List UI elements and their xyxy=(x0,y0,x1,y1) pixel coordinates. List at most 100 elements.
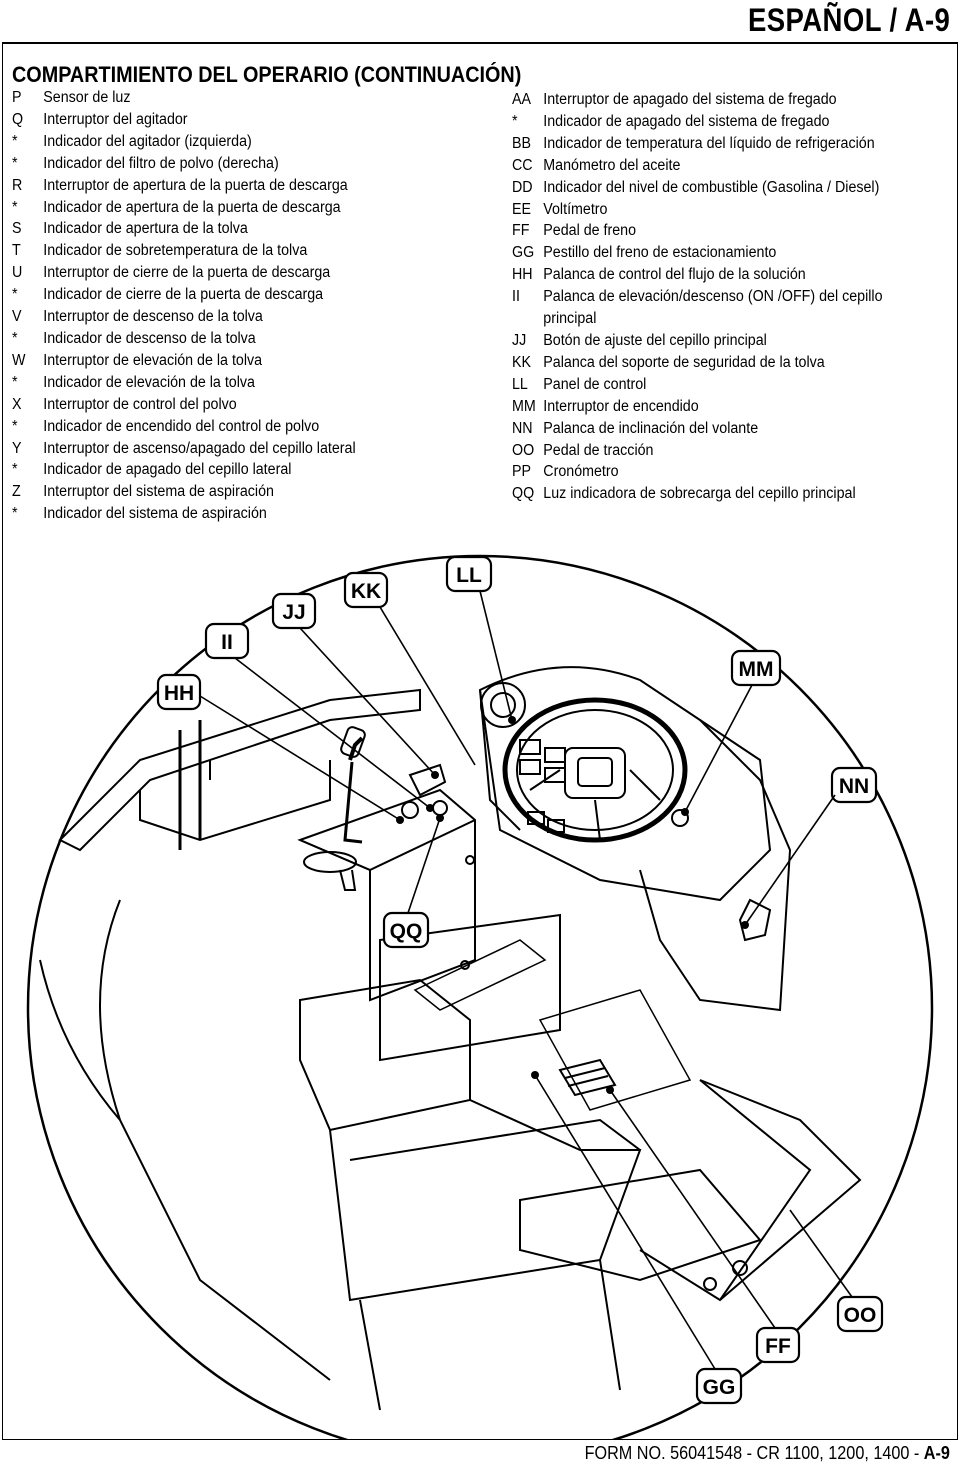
legend-item: U Interruptor de cierre de la puerta de d… xyxy=(12,262,356,284)
leader-oo xyxy=(789,1209,853,1298)
legend-text: Panel de control xyxy=(543,375,647,393)
legend-key: FF xyxy=(512,222,530,240)
callout-oo-box xyxy=(836,1295,884,1333)
legend-text: Indicador de apagado del sistema de freg… xyxy=(543,112,830,130)
legend-text: Indicador de cierre de la puerta de desc… xyxy=(43,286,324,304)
callout-ii: II xyxy=(221,631,233,654)
legend-key: * xyxy=(12,461,18,479)
machine-drawing xyxy=(39,666,862,1411)
callout-nn-box xyxy=(830,766,878,804)
leader-nn xyxy=(744,794,836,926)
legend-item: *Indicador de descenso de la tolva xyxy=(12,328,356,350)
legend-key: W xyxy=(12,351,26,369)
legend-key: * xyxy=(12,132,18,150)
legend-key: LL xyxy=(512,375,528,393)
leader-gg xyxy=(534,1074,716,1370)
legend-key: * xyxy=(12,417,18,435)
legend-key: OO xyxy=(512,441,535,459)
legend-key: JJ xyxy=(512,331,527,349)
leader-jj xyxy=(299,627,436,776)
legend-key: AA xyxy=(512,91,532,108)
legend-key: * xyxy=(12,505,18,523)
callout-hh-box xyxy=(156,673,202,711)
legend-text: Interruptor de cierre de la puerta de de… xyxy=(43,264,331,282)
legend-key: BB xyxy=(512,134,532,152)
legend-text: Cronómetro xyxy=(543,463,619,481)
callout-ll: LL xyxy=(456,564,482,587)
callout-ii-box xyxy=(204,622,250,660)
legend-text: Indicador de apagado del cepillo lateral xyxy=(43,461,292,479)
legend-text: Palanca de inclinación del volante xyxy=(543,419,759,437)
legend-key: V xyxy=(12,308,22,326)
callout-ff: FF xyxy=(765,1335,791,1358)
legend-key: Q xyxy=(12,110,24,128)
legend-key: U xyxy=(12,264,23,282)
legend-key: MM xyxy=(512,397,536,415)
leader-ff xyxy=(609,1089,776,1329)
callout-gg-box xyxy=(695,1367,743,1405)
legend-item: FF Pedal de freno xyxy=(512,220,883,242)
legend-text: Pedal de freno xyxy=(543,222,637,240)
legend-item: OO Pedal de tracción xyxy=(512,440,883,462)
legend-key: * xyxy=(12,198,18,216)
legend-item: *Indicador del agitador (izquierda) xyxy=(12,131,356,153)
legend-text: Palanca de control del flujo de la soluc… xyxy=(543,266,806,284)
legend-text: Palanca del soporte de seguridad de la t… xyxy=(543,353,825,371)
legend-key: Z xyxy=(12,483,21,501)
legend-text: Indicador del sistema de aspiración xyxy=(43,505,267,523)
legend-text: Interruptor de descenso de la tolva xyxy=(43,308,263,326)
legend-text: Indicador de apertura de la puerta de de… xyxy=(43,198,341,216)
legend-key: * xyxy=(512,112,518,130)
callout-jj: JJ xyxy=(282,601,305,624)
callout-kk-box xyxy=(343,571,389,609)
callout-jj-box xyxy=(271,592,317,630)
legend-text: Indicador del filtro de polvo (derecha) xyxy=(43,154,279,172)
legend-text: Indicador de elevación de la tolva xyxy=(43,373,255,391)
callout-gg: GG xyxy=(703,1376,736,1399)
callout-qq: QQ xyxy=(390,920,423,943)
callout-mm: MM xyxy=(739,658,774,681)
legend-text: Palanca de elevación/descenso (ON /OFF) … xyxy=(543,288,883,306)
page-frame xyxy=(2,44,958,1440)
leader-ii xyxy=(234,657,431,809)
callout-oo: OO xyxy=(844,1304,877,1327)
legend-item: *Indicador de elevación de la tolva xyxy=(12,372,356,394)
legend-text: Indicador de encendido del control de po… xyxy=(43,417,320,435)
legend-item: *Indicador del filtro de polvo (derecha) xyxy=(12,153,356,175)
callout-hh: HH xyxy=(164,682,194,705)
page-footer: FORM NO. 56041548 - CR 1100, 1200, 1400 … xyxy=(585,1443,950,1464)
legend-key: T xyxy=(12,242,21,260)
legend-key: * xyxy=(12,286,18,304)
legend-key: KK xyxy=(512,353,532,371)
legend-item: LL Panel de control xyxy=(512,374,883,396)
legend-item: * Indicador de apagado del cepillo latera… xyxy=(12,459,356,481)
legend-text: Indicador de temperatura del líquido de … xyxy=(543,134,875,152)
legend-key: PP xyxy=(512,463,532,481)
legend-item: KK Palanca del soporte de seguridad de la… xyxy=(512,352,883,374)
callout-nn: NN xyxy=(839,775,869,798)
legend-text: Interruptor de ascenso/apagado del cepil… xyxy=(43,439,356,457)
legend-item: * Indicador del sistema de aspiración xyxy=(12,503,356,525)
legend-text: Indicador de apertura de la tolva xyxy=(43,220,248,238)
leader-mm xyxy=(684,684,753,813)
callout-qq-box xyxy=(382,911,430,949)
leader-qq xyxy=(407,817,441,914)
legend-key: QQ xyxy=(512,485,535,503)
legend-text: Pedal de tracción xyxy=(543,441,654,459)
